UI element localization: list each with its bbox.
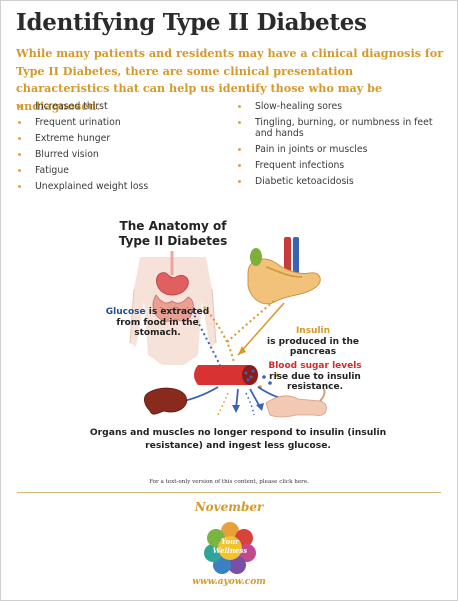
list-item: Slow-healing sores xyxy=(238,101,443,112)
liver-icon xyxy=(144,387,188,415)
blood-vessel-icon xyxy=(194,365,258,385)
symptom-list-left: Increased thirst Frequent urination Extr… xyxy=(18,101,218,197)
arm-muscle-icon xyxy=(265,388,327,418)
bullet-icon xyxy=(18,153,21,156)
glucose-caption: Glucose is extracted from food in the st… xyxy=(105,307,210,338)
bullet-icon xyxy=(18,105,21,108)
logo-text: Your Wellness xyxy=(212,537,248,555)
intro-paragraph: While many patients and residents may ha… xyxy=(16,46,444,113)
diagram-title: The Anatomy of Type II Diabetes xyxy=(118,219,228,248)
page-title: Identifying Type II Diabetes xyxy=(16,9,367,36)
bullet-icon xyxy=(18,169,21,172)
anatomy-diagram: The Anatomy of Type II Diabetes Glucose … xyxy=(88,215,388,465)
organs-caption: Organs and muscles no longer respond to … xyxy=(89,427,387,451)
bullet-icon xyxy=(18,137,21,140)
list-item: Fatigue xyxy=(18,165,218,176)
list-item: Diabetic ketoacidosis xyxy=(238,176,443,187)
symptom-list-right: Slow-healing sores Tingling, burning, or… xyxy=(238,101,443,192)
list-item: Extreme hunger xyxy=(18,133,218,144)
bullet-icon xyxy=(238,164,241,168)
month-label: November xyxy=(194,500,264,514)
list-item: Frequent urination xyxy=(18,117,218,128)
stomach-icon xyxy=(156,272,189,296)
text-version-link[interactable]: For a text-only version of this content,… xyxy=(149,479,309,485)
your-wellness-logo-icon xyxy=(204,522,256,574)
divider xyxy=(17,492,441,493)
list-item: Pain in joints or muscles xyxy=(238,144,443,155)
pancreas-icon xyxy=(247,237,321,305)
bullet-icon xyxy=(18,185,21,188)
bullet-icon xyxy=(238,121,241,124)
list-item: Tingling, burning, or numbness in feet a… xyxy=(238,117,443,139)
bullet-icon xyxy=(238,105,241,108)
list-item: Blurred vision xyxy=(18,149,218,160)
bullet-icon xyxy=(18,121,21,124)
website-link[interactable]: www.ayow.com xyxy=(192,577,266,587)
bullet-icon xyxy=(238,180,241,184)
list-item: Unexplained weight loss xyxy=(18,181,218,192)
bullet-icon xyxy=(238,148,241,152)
list-item: Increased thirst xyxy=(18,101,218,112)
anatomy-illustration xyxy=(129,237,327,418)
list-item: Frequent infections xyxy=(238,160,443,171)
